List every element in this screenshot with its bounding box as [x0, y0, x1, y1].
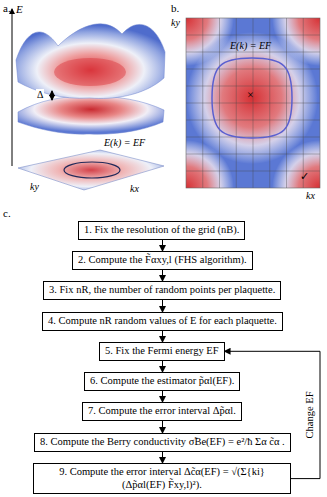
edge-label: Change EF — [304, 392, 316, 439]
box-text: 1. Fix the resolution of the grid (nB). — [84, 224, 239, 237]
box-text: 6. Compute the estimator p̃αl(EF). — [90, 375, 234, 388]
process-box: 3. Fix nR, the number of random points p… — [43, 281, 281, 300]
process-box: 6. Compute the estimator p̃αl(EF). — [84, 372, 240, 391]
grid-line — [186, 103, 320, 104]
plot-frame — [186, 18, 320, 188]
lower-band — [18, 96, 164, 134]
heatmap — [186, 18, 320, 188]
fermi-contour — [212, 58, 292, 138]
gap-arrow — [52, 91, 53, 100]
grid-line — [186, 52, 320, 53]
heat-spot — [186, 140, 234, 188]
flow-arrow — [162, 300, 163, 312]
fermi-label: E(k) = EF — [230, 40, 271, 51]
cross-mark: × — [247, 89, 254, 102]
heat-spot — [186, 18, 234, 66]
flow-arrow — [162, 240, 163, 251]
process-box: 1. Fix the resolution of the grid (nB). — [78, 221, 245, 240]
axis-label: E — [16, 3, 23, 15]
process-box: 9. Compute the error interval Δc̃α(EF) =… — [33, 463, 291, 494]
upper-band — [16, 24, 165, 99]
heat-spot — [272, 18, 320, 66]
band-peak — [54, 58, 126, 86]
energy-axis — [12, 9, 13, 166]
box-text: 9. Compute the error interval Δc̃α(EF) =… — [39, 466, 285, 491]
flow-arrow — [162, 391, 163, 402]
panel-letter: c. — [3, 207, 11, 219]
box-text: 2. Compute the F̃αxy,l (FHS algorithm). — [78, 254, 247, 267]
flow-arrow — [162, 421, 163, 433]
box-text: 8. Compute the Berry conductivity σ̃Be(E… — [40, 436, 285, 449]
gap-arrow — [52, 91, 53, 100]
plaquette-grid — [186, 18, 320, 188]
fermi-contour — [64, 162, 120, 178]
fermi-label: E(k) = EF — [104, 137, 145, 148]
grid-line — [186, 69, 320, 70]
process-box: 5. Fix the Fermi energy EF — [99, 342, 225, 361]
grid-line — [186, 86, 320, 87]
box-text: 5. Fix the Fermi energy EF — [105, 345, 219, 358]
axis-label: kx — [306, 190, 315, 201]
grid-line — [186, 171, 320, 172]
box-text: 7. Compute the error interval Δp̃αl. — [88, 405, 236, 418]
process-box: 7. Compute the error interval Δp̃αl. — [82, 402, 242, 421]
flow-arrow — [162, 270, 163, 281]
process-box: 2. Compute the F̃αxy,l (FHS algorithm). — [72, 251, 253, 270]
flow-arrow — [162, 452, 163, 463]
process-box: 4. Compute nR random values of E for eac… — [42, 312, 283, 331]
process-box: 8. Compute the Berry conductivity σ̃Be(E… — [34, 433, 291, 452]
box-text: 4. Compute nR random values of E for eac… — [48, 315, 277, 328]
check-mark: ✓ — [300, 170, 309, 182]
grid-line — [186, 154, 320, 155]
flow-arrow — [162, 361, 163, 372]
panel-letter: a. — [3, 2, 11, 14]
axis-label: ky — [171, 17, 180, 28]
grid-line — [186, 120, 320, 121]
base-plane — [18, 150, 164, 190]
heat-spot — [272, 140, 320, 188]
axis-label: kx — [130, 183, 139, 194]
axis-label: ky — [30, 181, 39, 192]
panel-letter: b. — [171, 2, 179, 14]
flow-arrow — [162, 331, 163, 342]
gap-label: Δ — [36, 89, 44, 100]
band-illustration — [0, 0, 327, 210]
grid-line — [186, 35, 320, 36]
box-text: 3. Fix nR, the number of random points p… — [49, 284, 275, 297]
